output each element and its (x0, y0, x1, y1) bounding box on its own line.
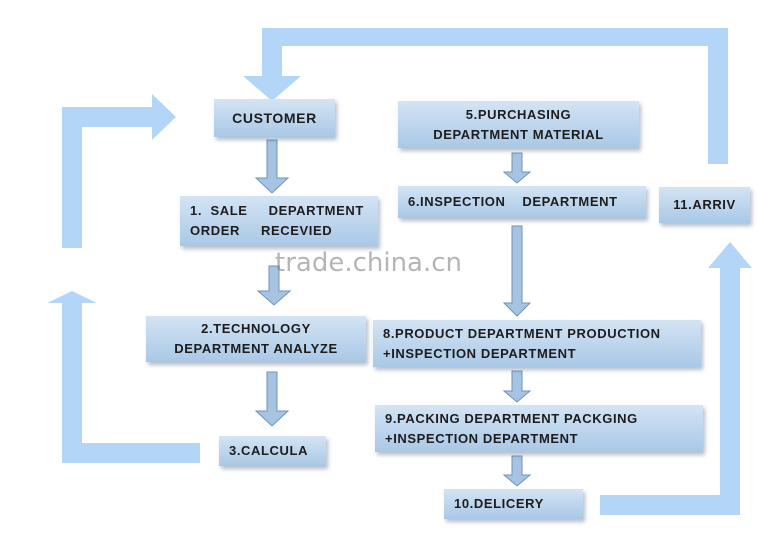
node-label-line: 6.INSPECTION DEPARTMENT (408, 194, 618, 209)
technology-department-box: 2.TECHNOLOGY DEPARTMENT ANALYZE (146, 316, 366, 362)
purchasing-department-box: 5.PURCHASING DEPARTMENT MATERIAL (398, 101, 639, 148)
node-label-line: DEPARTMENT MATERIAL (433, 126, 604, 142)
arrow-inspection-to-product (502, 225, 532, 317)
node-label-line: 11.ARRIV (673, 197, 736, 212)
inspection-department-box: 6.INSPECTION DEPARTMENT (398, 186, 646, 218)
customer-box: CUSTOMER (214, 99, 335, 137)
arrow-product-to-packing (502, 370, 532, 403)
loop-arrow-left-upper (62, 94, 176, 248)
loop-arrow-top (243, 28, 728, 164)
sale-department-box: 1. SALE DEPARTMENT ORDER RECEVIED (180, 196, 378, 246)
node-label-line: 5.PURCHASING (465, 106, 572, 122)
node-label-line: DEPARTMENT ANALYZE (174, 341, 338, 356)
arrow-sale-to-technology (256, 265, 292, 306)
calcula-box: 3.CALCULA (219, 436, 326, 466)
arrow-packing-to-delivery (502, 455, 532, 487)
loop-arrow-left-lower (47, 291, 200, 463)
node-label-line: +INSPECTION DEPARTMENT (385, 430, 579, 446)
node-label-line: 8.PRODUCT DEPARTMENT PRODUCTION (383, 325, 661, 341)
node-label-line: 1. SALE DEPARTMENT (190, 203, 364, 218)
packing-department-box: 9.PACKING DEPARTMENT PACKGING +INSPECTION… (375, 405, 703, 452)
watermark-text: trade.china.cn (275, 248, 463, 278)
arrive-box: 11.ARRIV (659, 187, 750, 223)
product-department-box: 8.PRODUCT DEPARTMENT PRODUCTION +INSPECTI… (373, 320, 701, 367)
arrow-purchasing-to-inspection (502, 152, 532, 184)
node-label-line: 10.DELICERY (454, 496, 544, 511)
node-label-line: ORDER RECEVIED (190, 223, 333, 238)
node-label-line: 9.PACKING DEPARTMENT PACKGING (385, 410, 638, 426)
node-label-line: 2.TECHNOLOGY (201, 321, 311, 336)
delivery-box: 10.DELICERY (444, 489, 583, 519)
node-label-line: +INSPECTION DEPARTMENT (383, 345, 577, 361)
node-label-line: CUSTOMER (232, 110, 317, 126)
loop-arrow-right (600, 242, 752, 515)
arrow-technology-to-calcula (254, 371, 290, 427)
arrow-customer-to-sale (254, 139, 290, 194)
node-label-line: 3.CALCULA (229, 443, 309, 458)
